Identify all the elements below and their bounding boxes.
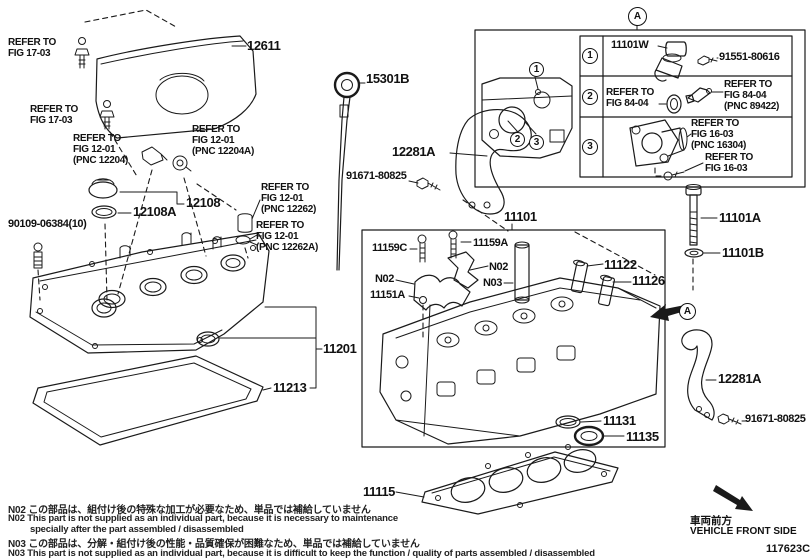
temp-sensor-drawing [658,87,724,114]
callout-12108[interactable]: 12108 [186,195,221,210]
head-bolt-drawing [684,184,721,291]
head-small-parts-drawings [395,230,632,447]
legend-row-marker-2: 2 [582,89,598,105]
note-n02-japanese: N02 この部品は、組付け後の特殊な加工が必要なため、単品では補給していません [8,505,371,516]
callout-11135[interactable]: 11135 [626,429,659,444]
oil-control-valve-drawing [654,41,719,82]
position-a-arrow [650,304,685,321]
callout-refer-fig17-03-a[interactable]: REFER TO FIG 17-03 [8,37,56,60]
callout-91671-80825-left[interactable]: 91671-80825 [346,170,407,182]
callout-15301b[interactable]: 15301B [366,71,410,86]
detail-view-marker-a: A [628,7,647,26]
legend-box [474,23,806,188]
callout-refer-fig12-01-pnc12262[interactable]: REFER TO FIG 12-01 (PNC 12262) [261,182,317,216]
sensor-icon [117,146,237,295]
callout-refer-fig12-01-pnc12204a[interactable]: REFER TO FIG 12-01 (PNC 12204A) [192,124,254,158]
valve-cover-gasket-drawing [32,355,264,446]
vehicle-front-arrow [713,485,753,511]
callout-12108a[interactable]: 12108A [133,204,177,219]
valve-cover-drawing [29,232,270,354]
legend-row-marker-3: 3 [582,139,598,155]
note-n03-english: N03 This part is not supplied as an indi… [8,548,595,559]
dipstick-drawing [333,71,366,271]
legend-row-marker-1: 1 [582,48,598,64]
callout-refer-fig12-01-pnc12204[interactable]: REFER TO FIG 12-01 (PNC 12204) [73,133,129,167]
callout-11101w[interactable]: 11101W [611,39,649,51]
callout-11126[interactable]: 11126 [632,273,665,288]
callout-refer-fig12-01-pnc12262a[interactable]: REFER TO FIG 12-01 (PNC 12262A) [256,220,318,254]
callout-refer-fig17-03-b[interactable]: REFER TO FIG 17-03 [30,104,78,127]
callout-n02-right[interactable]: N02 [489,261,508,273]
pcv-parts-icons [235,199,261,259]
callout-90109-06384[interactable]: 90109-06384(10) [8,218,87,230]
head-gasket-drawing [395,444,619,515]
vehicle-front-label-en: VEHICLE FRONT SIDE [690,526,797,537]
thermostat-housing-drawing [629,119,704,181]
bolt-90109-icon [33,242,43,301]
callout-11159a[interactable]: 11159A [473,237,508,249]
callout-12281a-left[interactable]: 12281A [392,144,436,159]
callout-refer-fig84-04-right[interactable]: REFER TO FIG 84-04 (PNC 89422) [724,79,780,113]
hose-bracket-left-drawing [408,109,532,232]
callout-11131[interactable]: 11131 [603,413,636,428]
oil-filler-cap-drawing [88,178,185,301]
callout-n03[interactable]: N03 [483,277,502,289]
callout-11201[interactable]: 11201 [323,341,357,356]
callout-11159c[interactable]: 11159C [372,242,407,254]
callout-91551-80616[interactable]: 91551-80616 [719,51,780,63]
position-marker-a: A [679,303,696,320]
callout-refer-fig84-04-left[interactable]: REFER TO FIG 84-04 [606,87,654,110]
figure-number: 117623C [766,543,811,555]
vehicle-front-label-jp: 車両前方 [690,515,732,527]
view-marker-2: 2 [510,132,525,147]
callout-12611[interactable]: 12611 [247,38,281,53]
callout-11101a[interactable]: 11101A [719,210,761,225]
callout-12281a-right[interactable]: 12281A [718,371,762,386]
view-marker-1: 1 [529,62,544,77]
callout-11101[interactable]: 11101 [504,209,537,224]
callout-11122[interactable]: 11122 [604,257,637,272]
note-n03-japanese: N03 この部品は、分解・組付け後の性能・品質確保が困難なため、単品では補給して… [8,539,420,550]
hose-bracket-right-drawing [681,329,747,425]
callout-11151a[interactable]: 11151A [370,289,405,301]
view-marker-3: 3 [529,135,544,150]
callout-11115[interactable]: 11115 [363,484,395,499]
valve-cover-leaders [219,306,323,391]
head-end-view-drawing [481,76,573,159]
callout-91671-80825-right[interactable]: 91671-80825 [745,413,806,425]
cover-stud-icon [74,37,115,130]
callout-11213[interactable]: 11213 [273,380,307,395]
cylinder-head-box [361,223,666,448]
callout-11101b[interactable]: 11101B [722,245,764,260]
callout-n02-left[interactable]: N02 [375,273,394,285]
callout-refer-fig16-03[interactable]: REFER TO FIG 16-03 [705,152,753,175]
note-n02-english-line2: specially after the part assembled / dis… [30,524,244,535]
note-n02-english-line1: N02 This part is not supplied as an indi… [8,513,398,524]
callout-refer-fig16-03-pnc16304[interactable]: REFER TO FIG 16-03 (PNC 16304) [691,118,747,152]
